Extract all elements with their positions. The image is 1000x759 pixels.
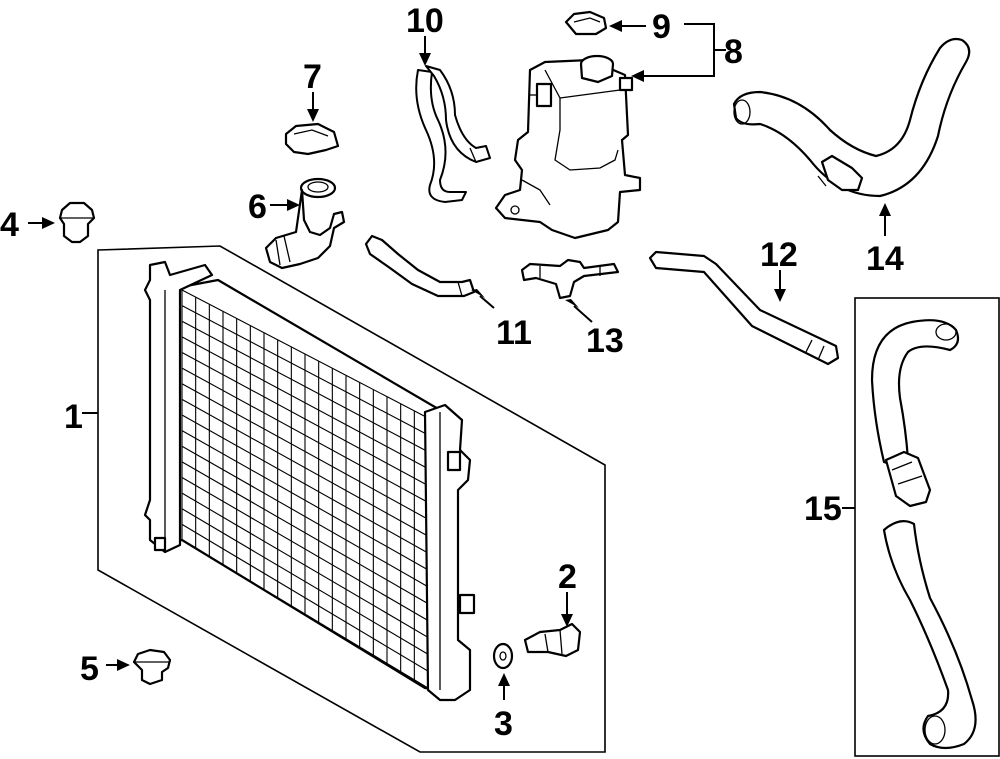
radiator-cap (284, 122, 340, 156)
callout-7: 7 (303, 58, 322, 96)
leader-11 (479, 295, 495, 309)
upper-mount-cushion (58, 201, 96, 244)
upper-radiator-hose (732, 37, 971, 198)
callout-3: 3 (494, 705, 513, 743)
radiator-outline (97, 245, 606, 753)
callout-14: 14 (866, 240, 904, 278)
heater-hose (648, 250, 840, 366)
reservoir-cap (564, 10, 608, 36)
callout-15: 15 (804, 490, 842, 528)
overflow-hose (415, 65, 491, 203)
drain-plug (523, 622, 582, 658)
drain-washer (492, 642, 514, 670)
radiator-core (143, 260, 476, 702)
lower-hose-lower-section (882, 519, 977, 750)
callout-9: 9 (652, 8, 671, 46)
lower-mount-cushion (132, 648, 172, 686)
hose-kit-box (854, 297, 1000, 757)
callout-10: 10 (406, 2, 444, 40)
hose-connector (520, 258, 620, 300)
callout-1: 1 (64, 398, 83, 436)
callout-2: 2 (558, 558, 577, 596)
lower-hose-upper-section (870, 319, 960, 466)
leader-13 (573, 305, 593, 323)
callout-12: 12 (760, 236, 798, 274)
hose-joint-pipe (884, 450, 932, 508)
coolant-reservoir (494, 54, 642, 240)
callout-5: 5 (80, 650, 99, 688)
bypass-hose (364, 234, 476, 298)
callout-4: 4 (0, 206, 19, 244)
callout-8: 8 (724, 33, 743, 71)
filler-neck (264, 177, 346, 270)
callout-11: 11 (496, 314, 532, 352)
callout-13: 13 (586, 322, 624, 360)
callout-6: 6 (248, 188, 267, 226)
